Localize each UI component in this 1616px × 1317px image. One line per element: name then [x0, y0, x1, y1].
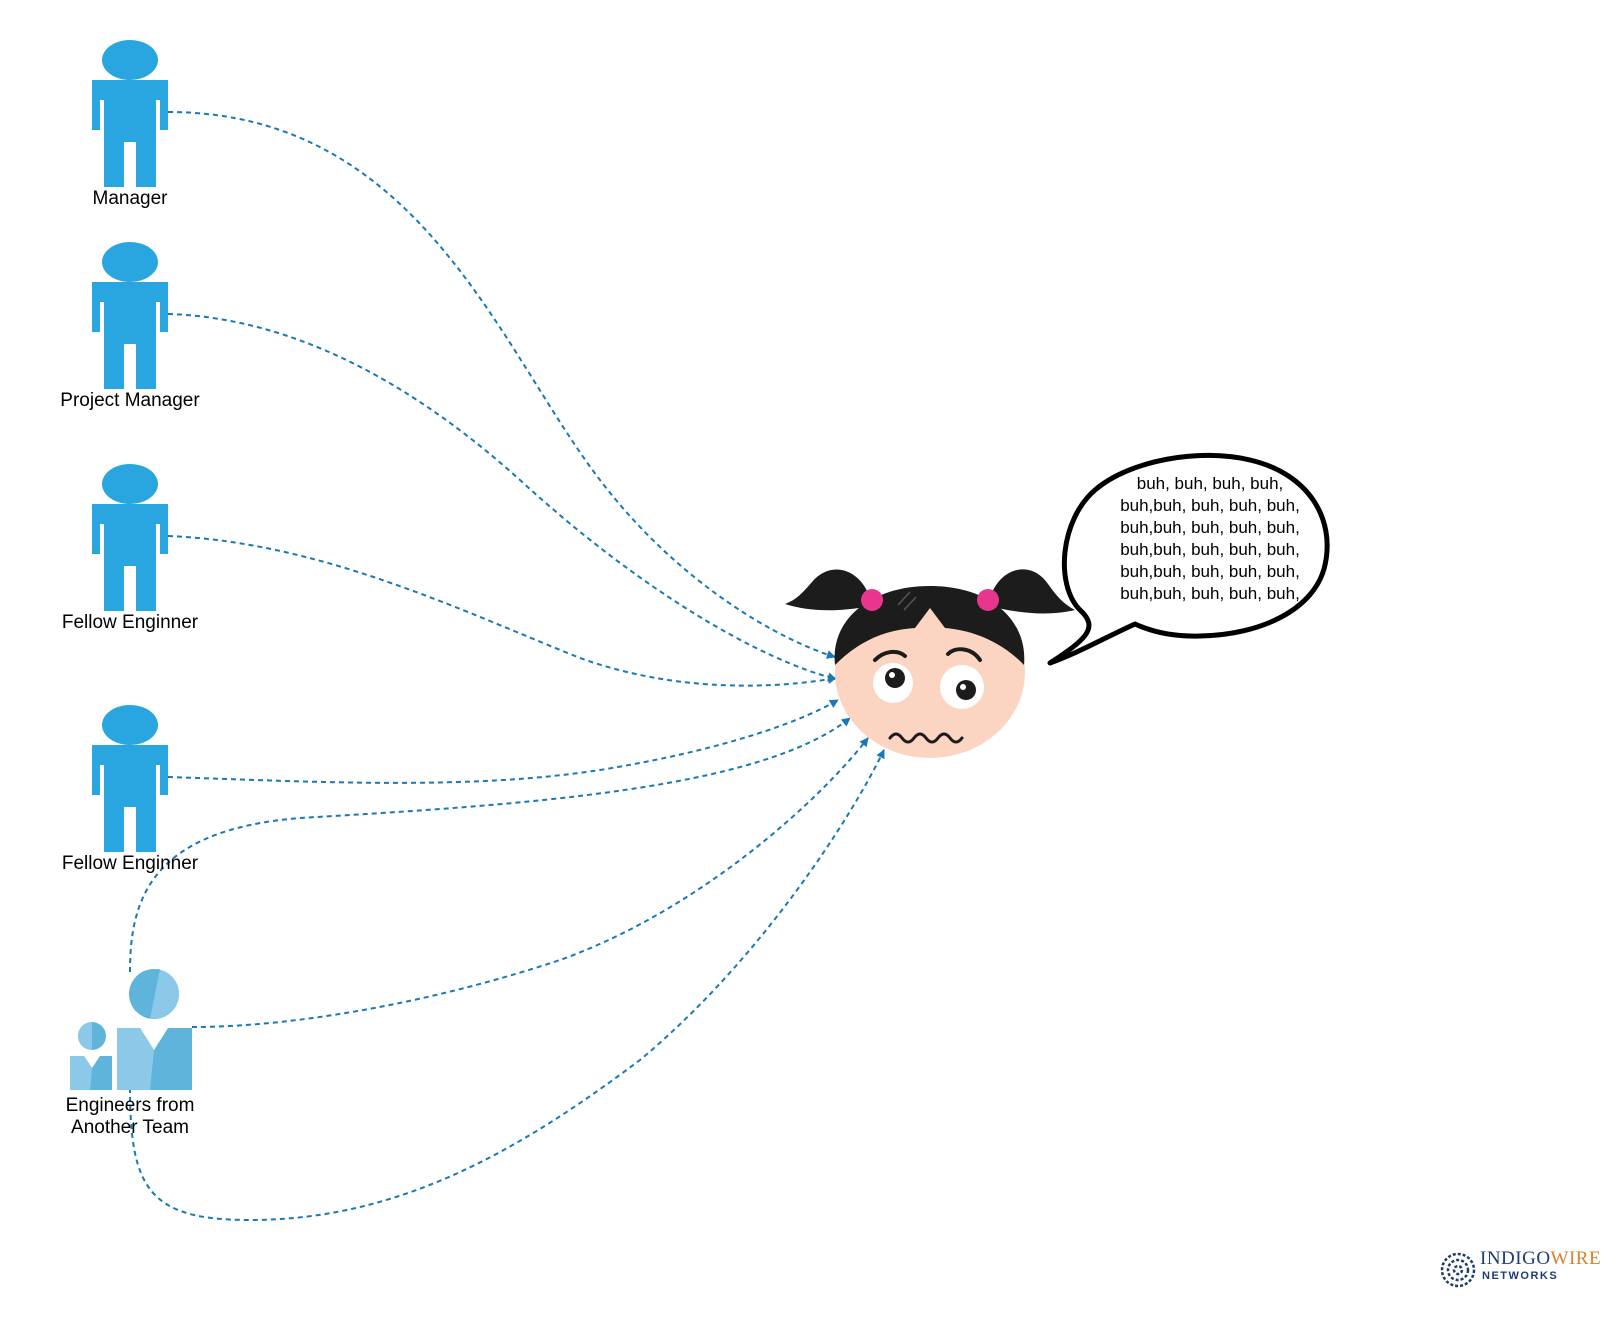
person-icon: [92, 705, 168, 852]
label-other-team-line-2: Another Team: [71, 1117, 189, 1138]
indigowire-logo-icon: [1440, 1252, 1476, 1288]
logo-subtitle: NETWORKS: [1482, 1270, 1559, 1282]
label-fellow-engineer-2: Fellow Enginner: [61, 853, 199, 874]
worried-girl-face-icon: [785, 569, 1075, 758]
connector-project-manager: [167, 313, 837, 682]
connector-other-team-b: [191, 737, 869, 1028]
label-fellow-engineer-1: Fellow Enginner: [61, 612, 199, 633]
speech-line: buh,buh, buh, buh, buh,: [1120, 496, 1300, 515]
speech-line: buh,buh, buh, buh, buh,: [1120, 518, 1300, 537]
connector-fellow-engineer-2: [167, 699, 839, 784]
speech-line: buh,buh, buh, buh, buh,: [1120, 562, 1300, 581]
label-other-team-line-1: Engineers from: [65, 1095, 195, 1116]
group-icon: [70, 969, 192, 1090]
logo-word-indigo: INDIGO: [1480, 1248, 1551, 1269]
connector-manager: [167, 111, 836, 659]
speech-line: buh,buh, buh, buh, buh,: [1120, 584, 1300, 603]
connector-fellow-engineer-1: [167, 535, 837, 687]
label-other-team: Engineers from Another Team: [40, 1095, 220, 1139]
connectors: [129, 111, 885, 1222]
connector-other-team-c: [129, 749, 885, 1222]
person-icon: [92, 242, 168, 389]
logo-wordmark: INDIGOWIRE: [1480, 1248, 1601, 1270]
person-icon: [92, 40, 168, 187]
label-manager: Manager: [92, 188, 168, 209]
person-icon: [92, 464, 168, 611]
connector-other-team-a: [129, 717, 851, 973]
speech-bubble-text: buh, buh, buh, buh, buh,buh, buh, buh, b…: [1098, 473, 1322, 605]
speech-line: buh, buh, buh, buh,: [1136, 474, 1284, 493]
speech-line: buh,buh, buh, buh, buh,: [1120, 540, 1300, 559]
speech-bubble: [1047, 452, 1330, 666]
label-project-manager: Project Manager: [60, 390, 200, 411]
indigowire-logo: INDIGOWIRE NETWORKS: [1440, 1246, 1601, 1290]
logo-word-wire: WIRE: [1550, 1248, 1602, 1269]
